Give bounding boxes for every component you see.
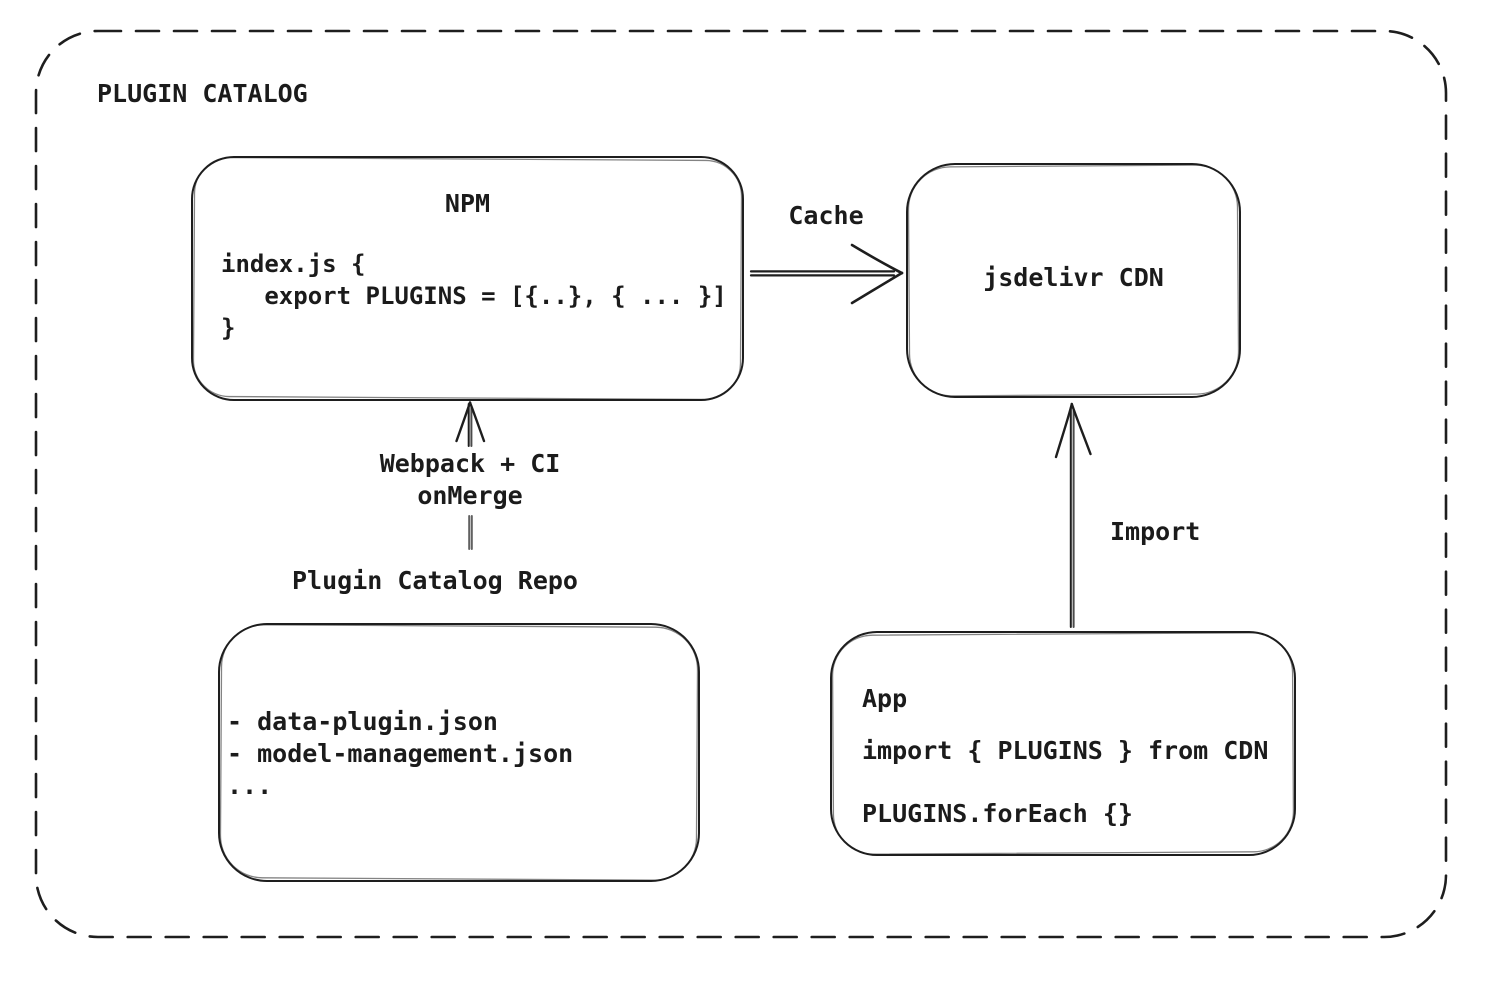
repo-list-item: - model-management.json xyxy=(227,739,574,768)
plugin-catalog-dashed-border xyxy=(34,29,1448,939)
cdn-box-shape xyxy=(906,163,1241,398)
app-code-line: PLUGINS.forEach {} xyxy=(862,799,1133,828)
repo-list-item: ... xyxy=(227,771,273,800)
app-code-line: import { PLUGINS } from CDN xyxy=(862,736,1269,765)
repo-list-item: - data-plugin.json xyxy=(227,707,498,736)
import-arrow-label: Import xyxy=(1110,517,1201,546)
cache-arrow xyxy=(749,243,904,305)
repo-box-shape xyxy=(218,623,700,882)
import-arrow xyxy=(1054,402,1092,628)
repo-node-title: Plugin Catalog Repo xyxy=(292,566,578,595)
build-arrow-label-line2: onMerge xyxy=(417,481,523,510)
build-arrow xyxy=(455,401,486,550)
app-node-title: App xyxy=(862,684,908,713)
diagram-title: PLUGIN CATALOG xyxy=(97,79,308,108)
app-box-shape xyxy=(830,631,1296,856)
npm-code-line: } xyxy=(221,314,236,342)
cache-arrow-label: Cache xyxy=(788,201,864,230)
cdn-node-title: jsdelivr CDN xyxy=(983,263,1164,292)
npm-code-line: index.js { xyxy=(221,250,366,278)
npm-node-title: NPM xyxy=(444,189,491,218)
npm-code-line: export PLUGINS = [{..}, { ... }] xyxy=(221,282,727,310)
npm-box-shape xyxy=(191,156,744,401)
build-arrow-label-line1: Webpack + CI xyxy=(379,449,561,478)
